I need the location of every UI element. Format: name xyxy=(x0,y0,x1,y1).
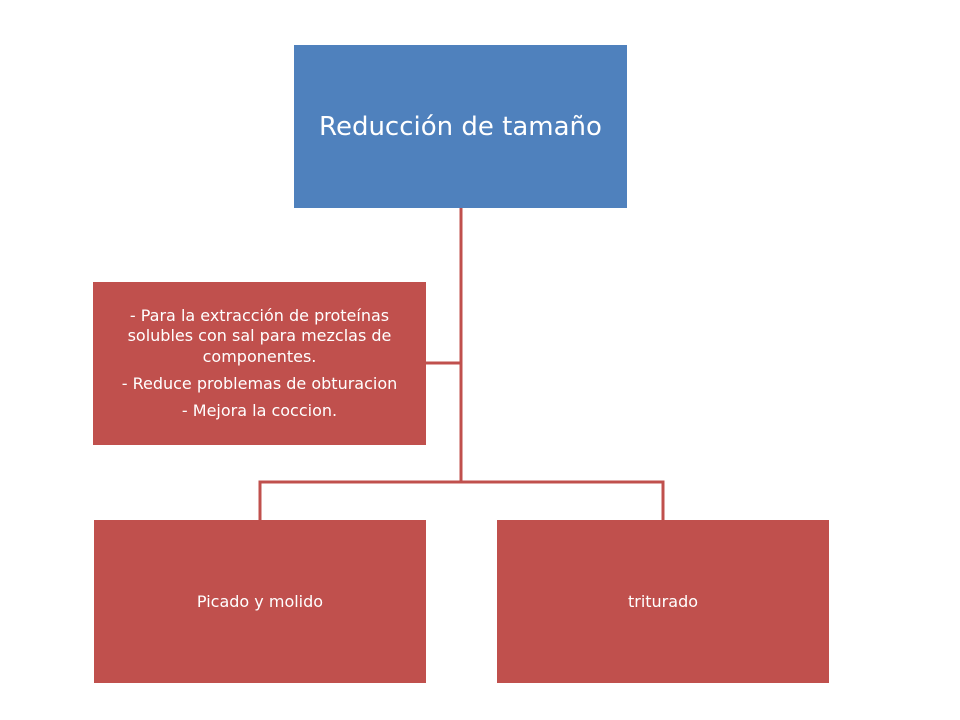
child-node-triturado: triturado xyxy=(497,520,829,683)
assistant-line: - Mejora la coccion. xyxy=(181,400,338,420)
child-node-picado-y-molido: Picado y molido xyxy=(94,520,426,683)
assistant-line: - Reduce problemas de obturacion xyxy=(121,373,398,393)
root-node: Reducción de tamaño xyxy=(294,45,627,208)
assistant-line: - Para la extracción de proteínas solubl… xyxy=(127,305,392,367)
child-node-label: triturado xyxy=(627,592,699,611)
child-node-label: Picado y molido xyxy=(196,592,324,611)
root-node-label: Reducción de tamaño xyxy=(319,111,602,142)
assistant-node: - Para la extracción de proteínas solubl… xyxy=(93,282,426,445)
children-connector xyxy=(258,480,665,520)
